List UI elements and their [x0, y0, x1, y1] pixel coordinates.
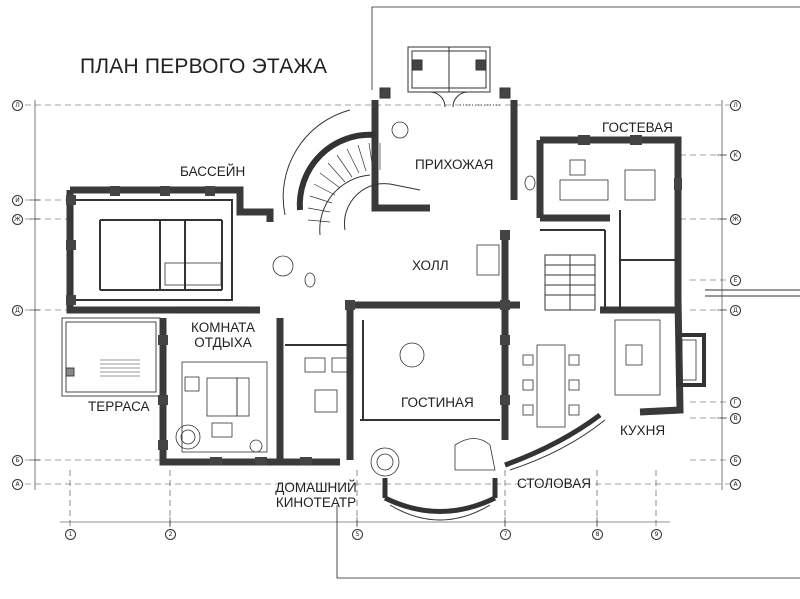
- pool-railing: [175, 104, 500, 314]
- room-label-living: ГОСТИНАЯ: [401, 395, 474, 410]
- plants: [175, 424, 400, 477]
- room-label-entry-hall: ПРИХОЖАЯ: [415, 157, 494, 172]
- room-label-dining: СТОЛОВАЯ: [517, 476, 591, 491]
- terrace-outline: [61, 317, 161, 397]
- axis-marker-right-k: К: [730, 150, 741, 161]
- axis-marker-left-d: Д: [12, 305, 23, 316]
- axis-marker-left-b: Б: [12, 455, 23, 466]
- service-stair: [544, 254, 596, 311]
- axis-marker-left-l: Л: [12, 100, 23, 111]
- room-label-cinema: ДОМАШНИЙ КИНОТЕАТР: [275, 480, 357, 511]
- dimension-lines: [30, 100, 727, 527]
- axis-marker-bottom-8: 8: [592, 529, 603, 540]
- room-label-kitchen: КУХНЯ: [620, 423, 666, 438]
- axis-marker-right-d: Д: [730, 305, 741, 316]
- axis-marker-bottom-5: 5: [352, 529, 363, 540]
- room-label-rest-room: КОМНАТА ОТДЫХА: [191, 320, 255, 351]
- axis-marker-right-e: Е: [730, 275, 741, 286]
- axis-marker-bottom-9: 9: [651, 529, 662, 540]
- axis-marker-bottom-1: 1: [65, 529, 76, 540]
- axis-marker-right-v: В: [730, 413, 741, 424]
- pillars: [66, 135, 682, 465]
- spiral-staircase: [282, 109, 421, 236]
- axis-marker-left-zh: Ж: [12, 214, 23, 225]
- axis-marker-bottom-2: 2: [165, 529, 176, 540]
- axis-marker-right-l: Л: [730, 100, 741, 111]
- axis-marker-bottom-7: 7: [500, 529, 511, 540]
- axis-marker-right-zh: Ж: [730, 214, 741, 225]
- plan-title: ПЛАН ПЕРВОГО ЭТАЖА: [80, 55, 328, 78]
- axis-marker-left-i: И: [12, 195, 23, 206]
- bay-window: [382, 412, 606, 521]
- inner-walls: [71, 199, 678, 421]
- axis-marker-left-a: А: [12, 479, 23, 490]
- site-boundary: [336, 6, 800, 579]
- axis-marker-right-a: А: [730, 479, 741, 490]
- axis-marker-right-g: Г: [730, 397, 741, 408]
- axis-marker-right-b: Б: [730, 455, 741, 466]
- room-label-terrace: ТЕРРАСА: [88, 399, 150, 414]
- entry-portico: [379, 46, 511, 108]
- room-label-pool: БАССЕЙН: [180, 164, 246, 179]
- walls: [66, 100, 684, 466]
- room-label-hall: ХОЛЛ: [412, 258, 449, 273]
- east-bay: [676, 289, 800, 387]
- furniture: [181, 121, 697, 471]
- room-label-guest: ГОСТЕВАЯ: [602, 120, 673, 135]
